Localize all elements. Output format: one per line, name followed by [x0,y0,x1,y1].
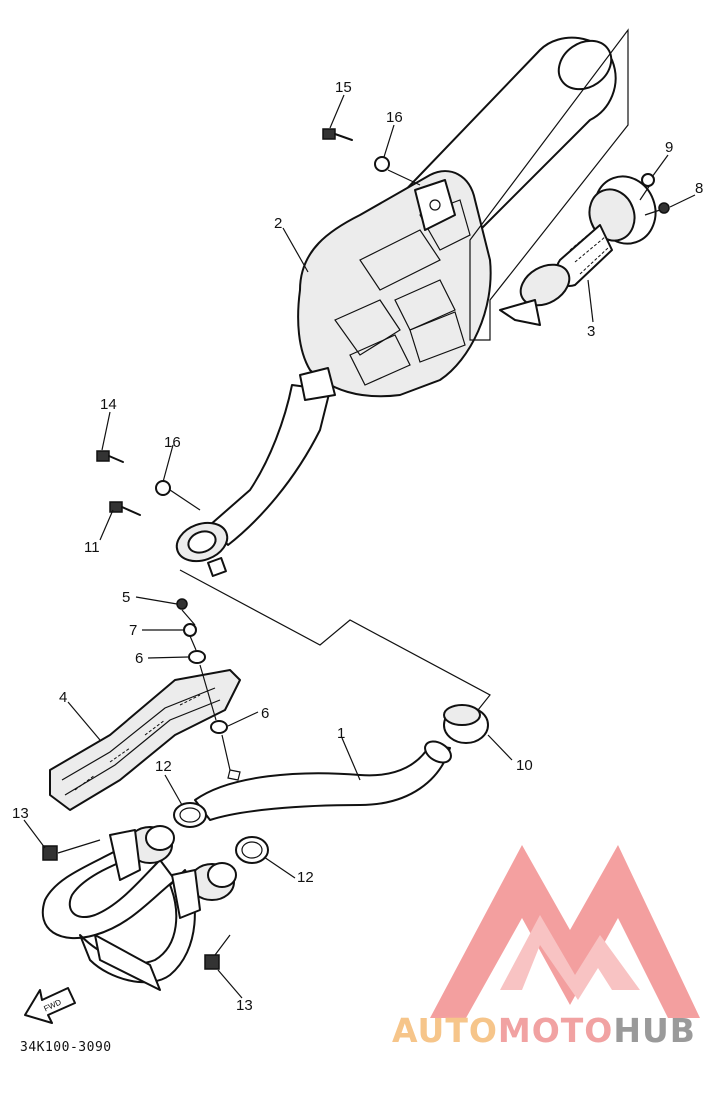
callout-9: 9 [665,139,673,156]
gasket-12-b [235,836,269,864]
callout-2: 2 [274,215,282,232]
callout-8: 8 [695,180,703,197]
diagram-part-code: 34K100-3090 [20,1040,112,1055]
fwd-arrow: FWD [24,987,76,1024]
callout-5: 5 [122,589,130,606]
callout-1: 1 [337,725,345,742]
callout-10: 10 [516,757,533,774]
gasket-12-a [173,802,207,828]
nut-13-b [204,954,220,970]
callout-13-a: 13 [12,805,29,822]
washer-16-lower [155,480,171,496]
callout-13-b: 13 [236,997,253,1014]
watermark-auto: AUTO [392,1011,498,1050]
nut-13-a [42,845,58,861]
callout-11: 11 [84,539,100,556]
washer-9 [641,173,655,187]
callout-4: 4 [59,689,67,706]
watermark-hub: HUB [613,1011,696,1050]
damper-6-b [210,720,228,734]
callout-12-a: 12 [155,758,172,775]
callout-15: 15 [335,79,352,96]
alignment-lines [57,169,661,956]
bolt-14 [96,450,124,463]
callout-16-a: 16 [386,109,403,126]
bolt-11 [109,501,141,516]
callout-labels: 1 2 3 4 5 6 6 7 8 9 10 11 12 12 13 13 14… [12,79,703,1014]
assembly-outline-3 [469,28,629,341]
damper-6-a [188,650,206,664]
leader-lines [23,94,696,999]
screw-8 [658,202,670,214]
washer-16-upper [374,156,390,172]
callout-6-a: 6 [135,650,143,667]
gasket-10 [443,704,489,744]
callout-6-b: 6 [261,705,269,722]
heat-shield [49,669,241,811]
spark-arrester [499,175,657,326]
watermark-logo [430,845,700,1018]
callout-7: 7 [129,622,137,639]
watermark-moto: MOTO [497,1011,614,1050]
callout-12-b: 12 [297,869,314,886]
bolt-5 [176,598,188,610]
exhaust-header-pipe [42,740,452,991]
callout-16-b: 16 [164,434,181,451]
muffler [175,36,617,577]
callout-14: 14 [100,396,117,413]
bolt-15 [322,128,353,141]
callout-3: 3 [587,323,595,340]
watermark-text: AUTOMOTOHUB [392,1014,696,1047]
nut-7 [183,623,197,637]
